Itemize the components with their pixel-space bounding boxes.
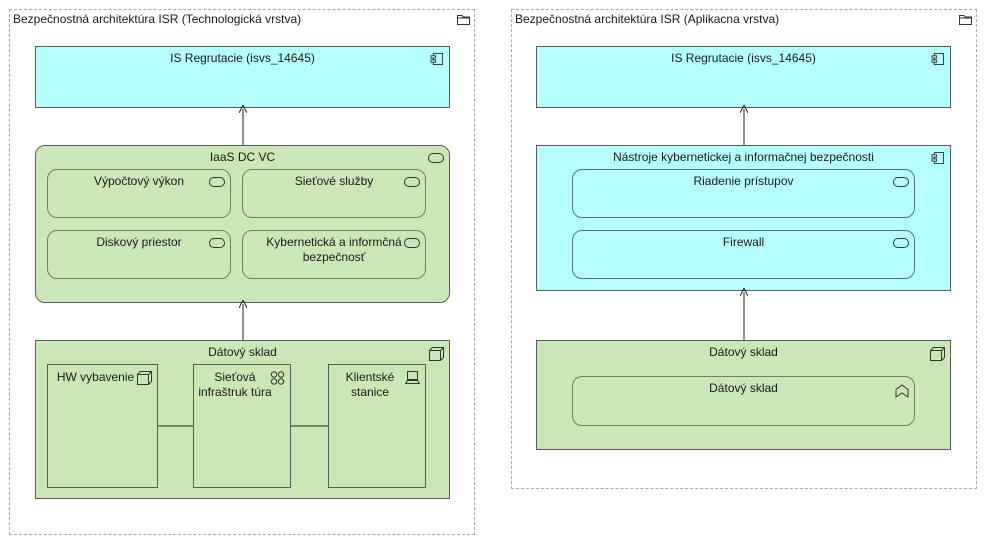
folder-icon: [959, 15, 972, 25]
network-icon: [270, 371, 285, 385]
component-label: Nástroje kybernetickej a informačnej bez…: [613, 150, 874, 164]
service-icon: [404, 177, 420, 187]
service-item-label: Firewall: [722, 235, 765, 249]
node-item-label: Klientské stanice: [345, 370, 395, 399]
service-label: IaaS DC VC: [209, 150, 276, 164]
network-sietova-infrastruktura[interactable]: Sieťová infraštruk túra: [193, 364, 291, 488]
app-service-firewall[interactable]: Firewall: [572, 230, 915, 279]
group-title: Bezpečnostná architektúra ISR (Aplikacna…: [515, 12, 780, 26]
service-icon: [209, 177, 225, 187]
node-item-label: HW vybavenie: [56, 370, 135, 384]
device-klientske-stanice[interactable]: Klientské stanice: [328, 364, 426, 488]
node-label: Dátový sklad: [709, 345, 778, 359]
service-icon: [893, 238, 909, 248]
component-icon: [931, 53, 944, 65]
component-label: IS Regrutacie (isvs_14645): [671, 51, 816, 65]
node-label: Dátový sklad: [208, 345, 277, 359]
app-component-is-regrutacie[interactable]: IS Regrutacie (isvs_14645): [536, 46, 951, 108]
service-icon: [404, 238, 420, 248]
service-sietove-sluzby[interactable]: Sieťové služby: [242, 169, 426, 218]
service-vypoctovy-vykon[interactable]: Výpočtový výkon: [47, 169, 231, 218]
node-icon: [137, 371, 152, 385]
app-component-is-regrutacie[interactable]: IS Regrutacie (isvs_14645): [35, 46, 450, 108]
node-hw-vybavenie[interactable]: HW vybavenie: [47, 364, 158, 488]
node-item-label: Sieťová infraštruk túra: [198, 370, 272, 399]
service-item-label: Výpočtový výkon: [93, 174, 185, 188]
service-item-label: Kybernetická a informčná bezpečnosť: [266, 235, 402, 264]
service-item-label: Sieťové služby: [294, 174, 374, 188]
function-icon: [895, 384, 909, 398]
service-icon: [209, 238, 225, 248]
service-icon: [893, 177, 909, 187]
group-title: Bezpečnostná architektúra ISR (Technolog…: [13, 12, 302, 26]
service-item-label: Diskový priestor: [96, 235, 182, 249]
component-label: IS Regrutacie (isvs_14645): [170, 51, 315, 65]
node-icon: [930, 347, 945, 361]
service-item-label: Riadenie prístupov: [693, 174, 794, 188]
component-icon: [931, 152, 944, 164]
app-service-riadenie-pristupov[interactable]: Riadenie prístupov: [572, 169, 915, 218]
function-label: Dátový sklad: [709, 381, 778, 395]
service-diskovy-priestor[interactable]: Diskový priestor: [47, 230, 231, 279]
service-kyberneticka-bezpecnost[interactable]: Kybernetická a informčná bezpečnosť: [242, 230, 426, 279]
device-icon: [405, 371, 420, 384]
folder-icon: [457, 15, 470, 25]
service-icon: [428, 153, 444, 163]
tech-function-datovy-sklad[interactable]: Dátový sklad: [572, 376, 915, 426]
component-icon: [430, 53, 443, 65]
node-icon: [429, 347, 444, 361]
